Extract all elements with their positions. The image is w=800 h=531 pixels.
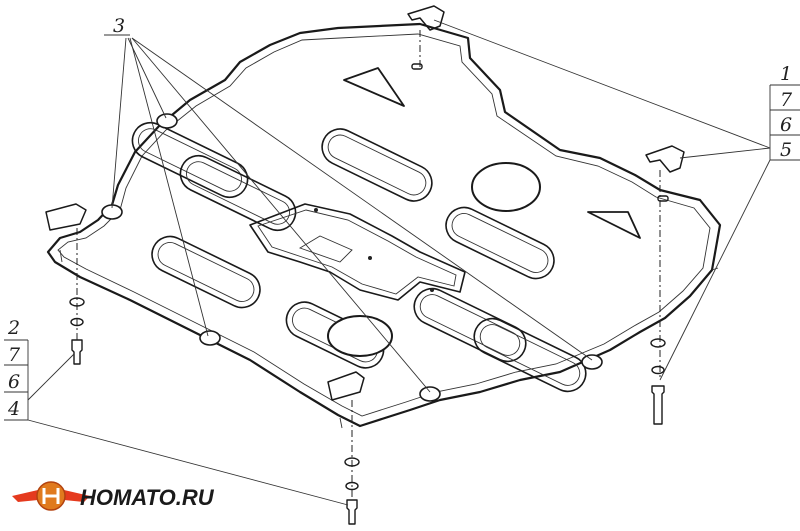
fastener-front xyxy=(344,457,360,525)
rib-slots xyxy=(131,121,587,393)
assembly-axes xyxy=(76,30,661,500)
logo-wing-left xyxy=(12,490,38,502)
callout-3: 3 xyxy=(113,15,125,37)
callout-5: 5 xyxy=(780,139,792,161)
callout-7: 7 xyxy=(8,344,21,366)
drain-hole-large xyxy=(471,162,541,212)
fastener-left xyxy=(69,297,85,365)
logo-wing-right xyxy=(64,490,90,502)
leader-lines xyxy=(4,19,800,506)
callout-2: 2 xyxy=(7,317,20,339)
callout-group-top-left: 3 xyxy=(113,15,125,37)
mounting-bosses xyxy=(101,113,603,402)
bracket-back xyxy=(407,5,445,31)
callout-1: 1 xyxy=(780,63,792,85)
bracket-left xyxy=(45,203,87,231)
h-letter-emblem-icon xyxy=(12,481,90,511)
callout-7: 7 xyxy=(780,89,793,111)
bracket-right xyxy=(645,145,685,173)
callout-4: 4 xyxy=(7,398,20,420)
callout-6: 6 xyxy=(780,114,792,136)
callout-6: 6 xyxy=(8,371,20,393)
drain-hole-front xyxy=(327,315,393,357)
fastener-right xyxy=(650,338,666,425)
callout-group-right: 1 7 6 5 xyxy=(780,63,793,161)
bracket-front xyxy=(327,371,365,401)
skid-plate xyxy=(46,22,722,429)
callout-group-left: 2 7 6 4 xyxy=(7,317,21,420)
center-emblem xyxy=(249,203,466,301)
logo-text: HOMATO.RU xyxy=(80,485,215,510)
brand-logo: HOMATO.RU xyxy=(12,481,215,511)
